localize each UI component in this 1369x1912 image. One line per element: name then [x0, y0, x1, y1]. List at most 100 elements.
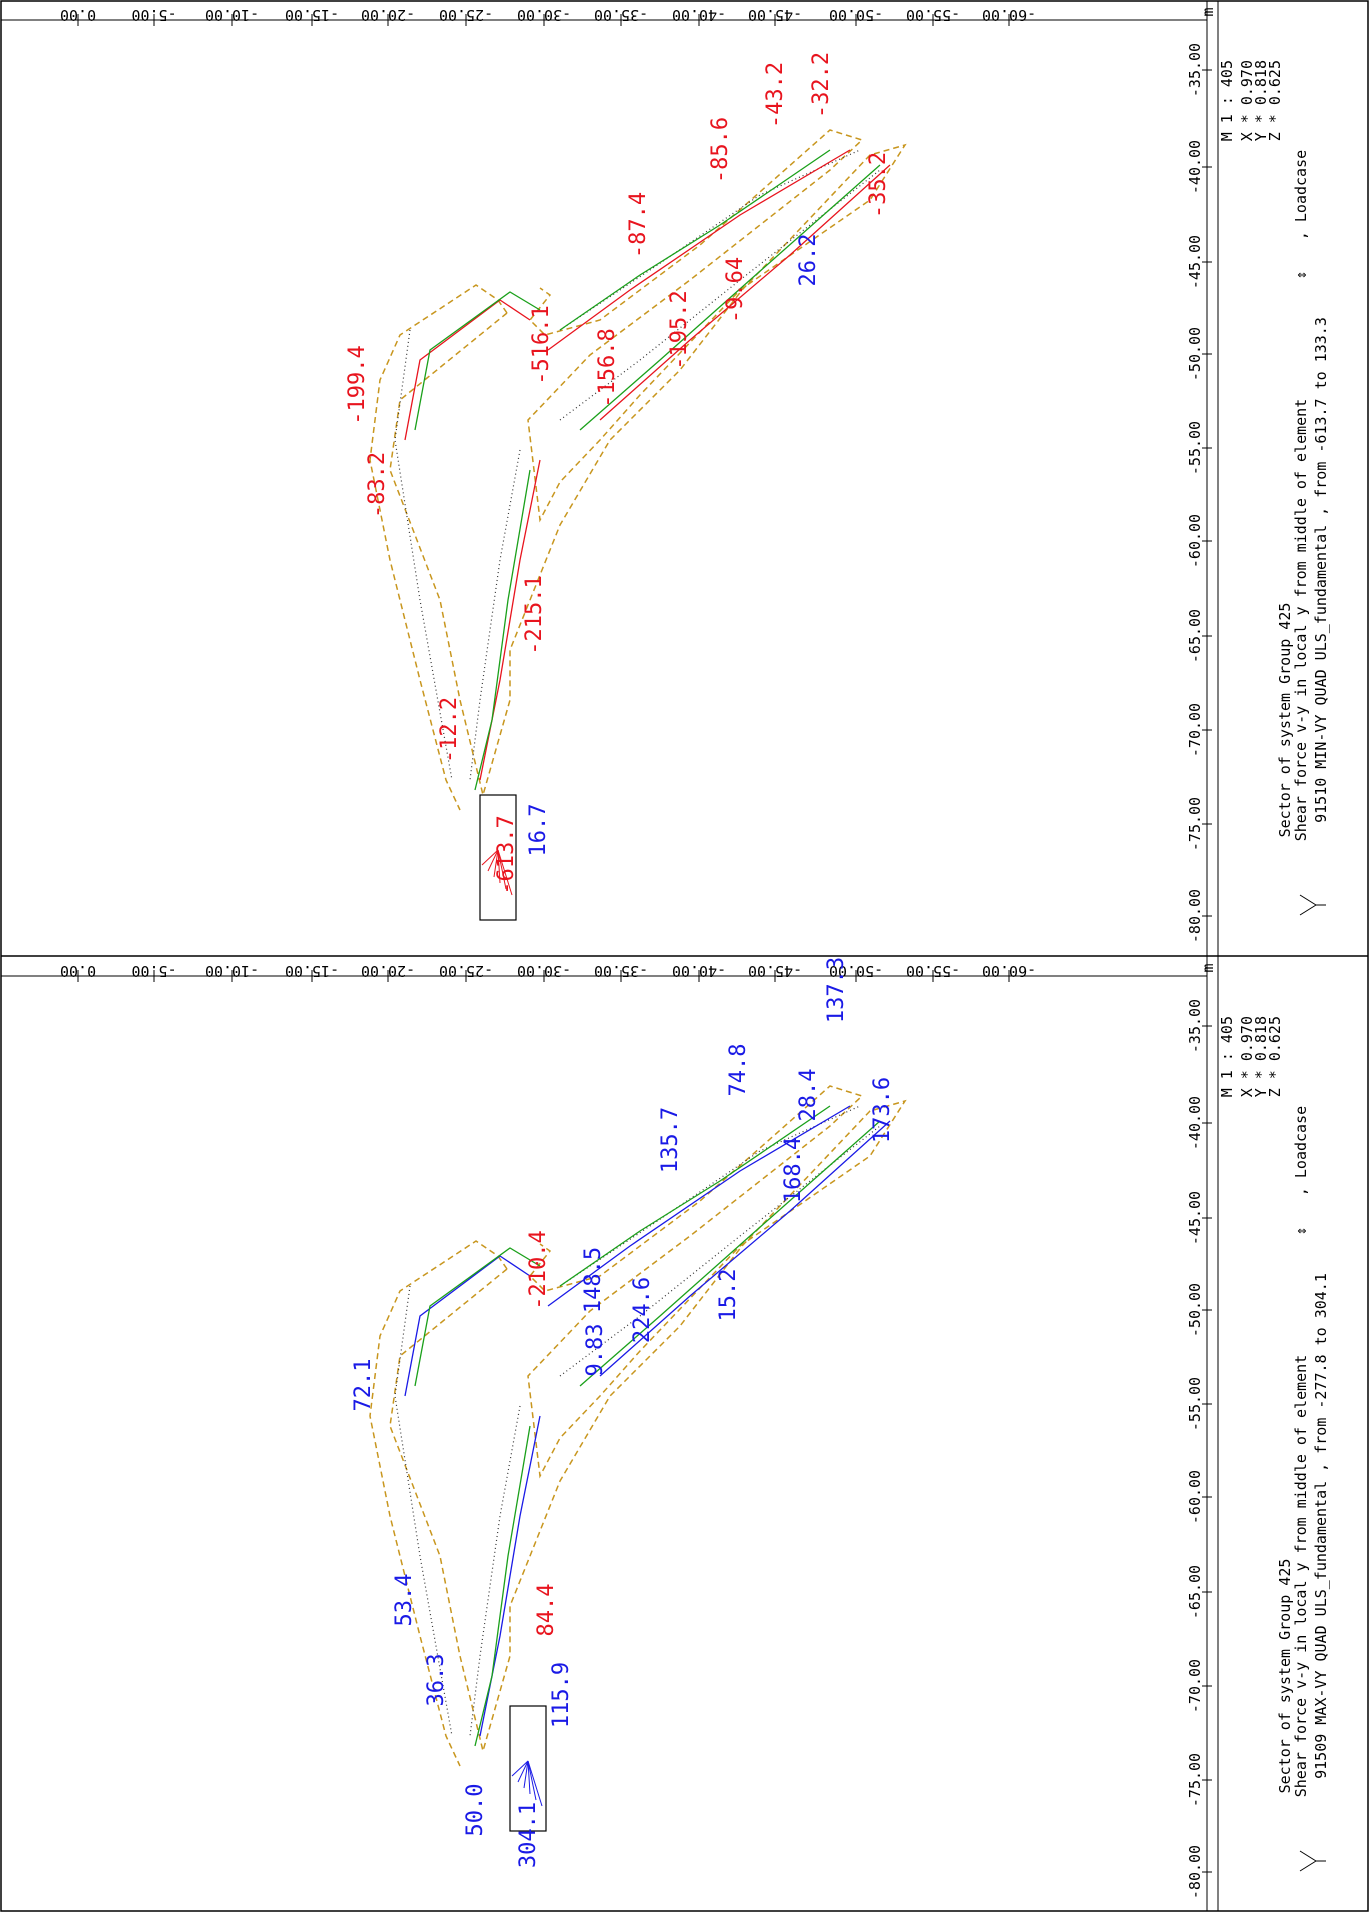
contour-fan [527, 1760, 537, 1801]
contour-fan [497, 849, 507, 890]
x-tick-label: -25.00 [439, 6, 493, 24]
contour-value-label: -199.4 [345, 345, 370, 424]
contour-value-label: -215.1 [522, 575, 547, 654]
contour-main [547, 149, 851, 351]
contour-value-label: -43.2 [763, 62, 788, 128]
x-tick-label: -5.00 [131, 6, 176, 24]
unit-label: m [1199, 963, 1217, 972]
y-tick-label: -55.00 [1186, 421, 1204, 475]
x-tick-label: 0.00 [60, 962, 96, 980]
contour-zero [579, 164, 881, 431]
info-factor-z: Z * 0.625 [1266, 60, 1284, 141]
contour-value-label: 16.7 [526, 804, 551, 857]
contour-value-label: 53.4 [392, 1574, 417, 1627]
contour-value-label: -195.2 [667, 290, 692, 369]
contour-value-label: 304.1 [516, 1802, 541, 1868]
y-tick-label: -45.00 [1186, 1191, 1204, 1245]
structure-outline [389, 129, 907, 798]
contour-value-label: 28.4 [796, 1069, 821, 1122]
contour-zero [559, 1105, 831, 1287]
contour-main [547, 1105, 851, 1307]
y-tick-label: -70.00 [1186, 1659, 1204, 1713]
contour-value-label: 72.1 [351, 1359, 376, 1412]
y-tick-label: -50.00 [1186, 327, 1204, 381]
x-tick-label: -15.00 [285, 6, 339, 24]
x-tick-label: -15.00 [285, 962, 339, 980]
x-tick-label: -30.00 [517, 962, 571, 980]
contour-zero [474, 469, 531, 791]
contour-zero [414, 1247, 541, 1387]
x-tick-label: -25.00 [439, 962, 493, 980]
y-tick-label: -75.00 [1186, 797, 1204, 851]
unit-label: m [1199, 7, 1217, 16]
contour-leg [404, 299, 531, 441]
y-tick-label: -80.00 [1186, 1845, 1204, 1899]
contour-value-label: 168.4 [781, 1137, 806, 1203]
contour-fan [511, 1760, 529, 1777]
contour-fan [487, 849, 499, 872]
info-factor-z: Z * 0.625 [1266, 1016, 1284, 1097]
contour-value-label: -156.8 [595, 328, 620, 407]
contour-value-label: -516.1 [529, 305, 554, 384]
contour-value-label: 148.5 [581, 1247, 606, 1313]
contour-value-label: 50.0 [463, 1784, 488, 1837]
labels-layer: -32.2-43.2-85.6-35.2-87.426.2-9.64-195.2… [345, 52, 895, 1868]
mesh-edge [559, 169, 881, 421]
y-tick-label: -65.00 [1186, 1565, 1204, 1619]
detail-box [479, 794, 517, 921]
x-tick-label: -35.00 [594, 962, 648, 980]
x-tick-label: -45.00 [748, 962, 802, 980]
contour-fan [527, 1760, 531, 1795]
contour-value-label: 9.83 [583, 1324, 608, 1377]
mesh-edge [469, 449, 521, 781]
mesh-edge [394, 329, 453, 781]
contour-value-label: -83.2 [365, 452, 390, 518]
x-tick-label: -60.00 [982, 6, 1036, 24]
info-factor-y: Y * 0.818 [1252, 1016, 1270, 1097]
mesh-edge [559, 149, 861, 331]
x-tick-label: 0.00 [60, 6, 96, 24]
y-tick-label: -60.00 [1186, 1470, 1204, 1524]
x-tick-label: -20.00 [361, 6, 415, 24]
contour-fan [493, 849, 499, 878]
contour-value-label: -210.4 [526, 1230, 551, 1309]
model-bottom [369, 1085, 907, 1832]
contour-fan [497, 849, 513, 896]
info-factor-y: Y * 0.818 [1252, 60, 1270, 141]
x-tick-label: -20.00 [361, 962, 415, 980]
x-tick-label: -30.00 [517, 6, 571, 24]
y-tick-label: -80.00 [1186, 889, 1204, 943]
info-factor-x: X * 0.970 [1238, 60, 1256, 141]
x-tick-label: -55.00 [906, 6, 960, 24]
x-tick-label: -35.00 [594, 6, 648, 24]
y-tick-label: -50.00 [1186, 1283, 1204, 1337]
mesh-edge [559, 1105, 861, 1287]
contour-value-label: 224.6 [630, 1277, 655, 1343]
y-tick-label: -40.00 [1186, 140, 1204, 194]
contour-value-label: -87.4 [626, 192, 651, 258]
contour-value-label: -35.2 [866, 152, 891, 218]
y-tick-label: -55.00 [1186, 1377, 1204, 1431]
info-title: Sector of system Group 425 [1276, 1559, 1294, 1794]
info-loadcase-word: , Loadcase [1292, 1106, 1310, 1196]
mesh-edge [394, 1285, 453, 1737]
contour-value-label: 26.2 [796, 234, 821, 287]
x-tick-label: -55.00 [906, 962, 960, 980]
contour-zero [474, 1425, 531, 1747]
contour-value-label: -85.6 [708, 117, 733, 183]
contour-value-label: -32.2 [809, 52, 834, 118]
contour-value-label: 137.3 [824, 957, 849, 1023]
info-loadcase-line: 91509 MAX-VY QUAD ULS_fundamental , from… [1312, 1273, 1330, 1779]
contour-main [599, 164, 891, 421]
detail-box [509, 1705, 547, 1832]
contour-value-label: 74.8 [726, 1044, 751, 1097]
contour-leg [404, 1255, 531, 1397]
axes-layer: 0.00-5.00-10.00-15.00-20.00-25.00-30.00-… [60, 6, 1217, 1899]
info-scale: M 1 : 405 [1218, 60, 1236, 141]
x-tick-label: -60.00 [982, 962, 1036, 980]
double-arrow-icon: ⇕ [1292, 1226, 1310, 1235]
y-tick-label: -65.00 [1186, 609, 1204, 663]
contour-value-label: 173.6 [870, 1077, 895, 1143]
